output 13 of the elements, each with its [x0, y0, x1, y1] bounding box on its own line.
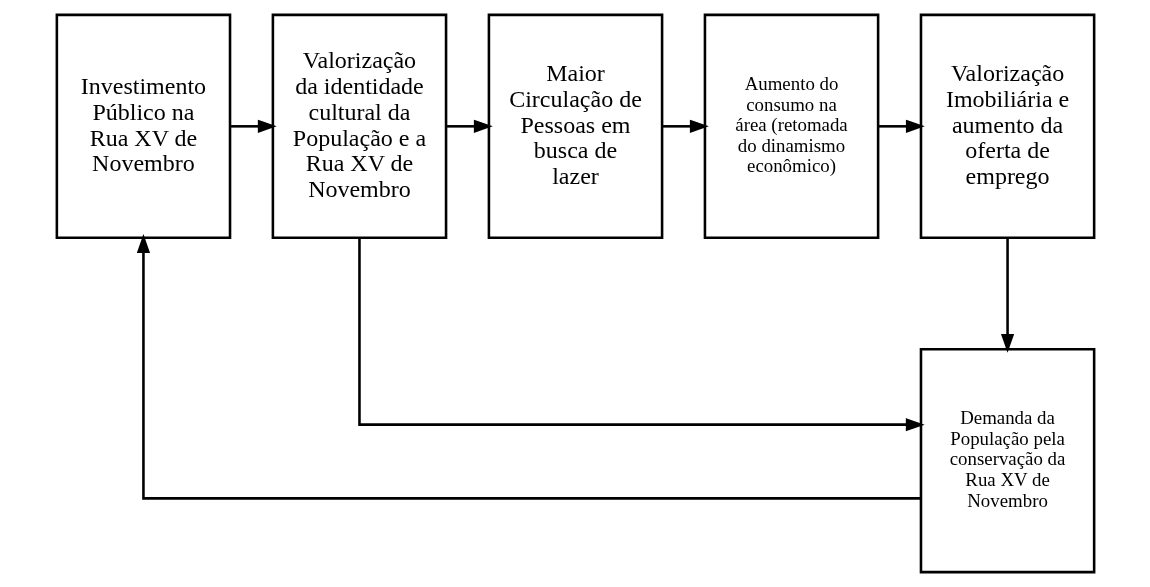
- arrow: [445, 119, 493, 133]
- node-box: Valorização Imobiliária e aumento da oferta de emprego: [919, 13, 1095, 240]
- arrow: [229, 119, 277, 133]
- arrow: [357, 238, 925, 432]
- node-box: Demanda da População pela conservação da Rua XV de Novembro: [919, 347, 1095, 574]
- arrow: [136, 234, 921, 500]
- arrow: [1000, 238, 1014, 353]
- node-box: Valorização da identidade cultural da População e a Rua XV de Novembro: [271, 13, 447, 240]
- node-box: Aumento do consumo na área (retomada do dinamismo econômico): [703, 13, 879, 240]
- arrow: [661, 119, 709, 133]
- node-box: Maior Circulação de Pessoas em busca de lazer: [487, 13, 663, 240]
- arrow: [877, 119, 925, 133]
- node-box: Investimento Público na Rua XV de Novembro: [55, 13, 231, 240]
